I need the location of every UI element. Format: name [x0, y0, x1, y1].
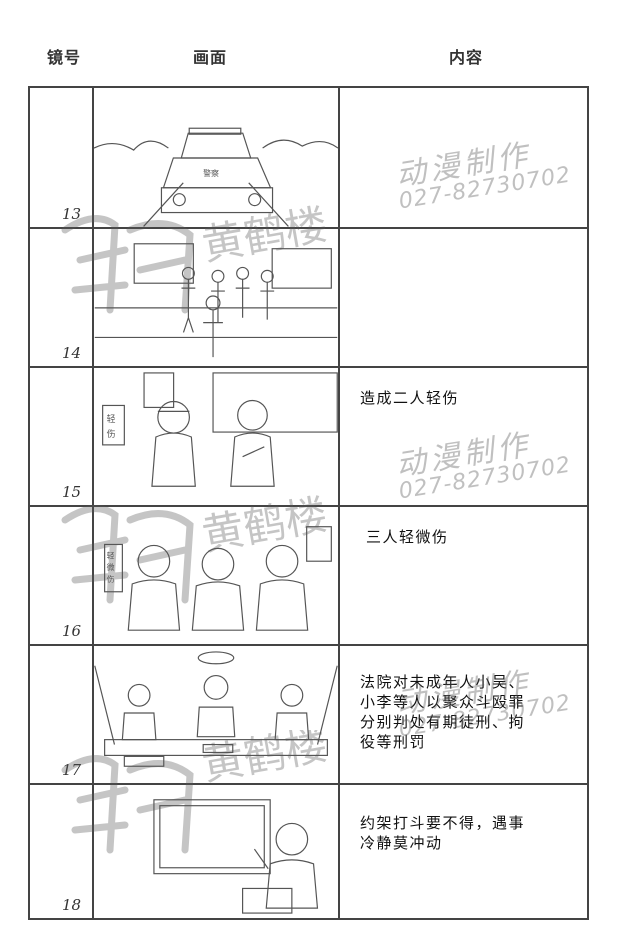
sketch-panel [94, 785, 340, 918]
header-shot: 镜号 [47, 48, 82, 67]
svg-text:伤: 伤 [107, 428, 116, 440]
svg-text:微: 微 [107, 562, 115, 572]
three-students-sketch: 轻 微 伤 [104, 526, 332, 631]
svg-text:轻: 轻 [107, 413, 116, 425]
classroom-sketch [153, 799, 319, 914]
content-cell: 约架打斗要不得，遇事 冷静莫冲动 [340, 785, 587, 918]
injured-students-sketch: 轻 伤 [102, 372, 338, 487]
content-text: 法院对未成年人小吴、 小李等人以聚众斗殴罪 分别判处有期徒刑、拘 役等刑罚 [360, 673, 526, 751]
content-text: 造成二人轻伤 [360, 389, 460, 407]
svg-text:轻: 轻 [107, 550, 115, 560]
header-picture: 画面 [193, 48, 228, 67]
content-cell: 三人轻微伤 [340, 507, 587, 644]
table-row: 17 法院对未成年人小吴、 小李等人以聚众斗殴罪 分别判处有期徒刑、拘 役等刑罚 [30, 644, 587, 783]
shot-number: 14 [62, 344, 82, 362]
sketch-panel [94, 646, 340, 783]
shot-number: 13 [62, 205, 82, 223]
content-cell: 法院对未成年人小吴、 小李等人以聚众斗殴罪 分别判处有期徒刑、拘 役等刑罚 [340, 646, 587, 783]
storyboard-table: 13 警察 14 [28, 86, 589, 920]
content-cell [340, 88, 587, 227]
table-row: 16 轻 微 伤 三人轻微伤 [30, 505, 587, 644]
table-row: 14 [30, 227, 587, 366]
police-car-sketch: 警察 [94, 127, 338, 227]
content-cell: 造成二人轻伤 [340, 368, 587, 505]
shot-number-cell: 18 [30, 785, 94, 918]
police-line-sketch [94, 243, 338, 358]
sketch-panel: 轻 微 伤 [94, 507, 340, 644]
courtroom-sketch [94, 651, 338, 767]
table-row: 15 轻 伤 造成二人轻伤 [30, 366, 587, 505]
shot-number-cell: 17 [30, 646, 94, 783]
table-row: 13 警察 [30, 88, 587, 227]
table-row: 18 约架打斗要不得，遇事 冷静莫冲动 [30, 783, 587, 918]
shot-number-cell: 15 [30, 368, 94, 505]
shot-number: 16 [62, 622, 82, 640]
header-content: 内容 [449, 48, 484, 67]
shot-number-cell: 14 [30, 229, 94, 366]
svg-text:伤: 伤 [107, 574, 115, 584]
shot-number: 18 [62, 896, 82, 914]
content-text: 三人轻微伤 [366, 528, 449, 546]
shot-number-cell: 13 [30, 88, 94, 227]
sketch-panel [94, 229, 340, 366]
content-text: 约架打斗要不得，遇事 冷静莫冲动 [360, 814, 526, 852]
shot-number-cell: 16 [30, 507, 94, 644]
content-cell [340, 229, 587, 366]
shot-number: 17 [62, 761, 82, 779]
svg-text:警察: 警察 [203, 168, 219, 178]
shot-number: 15 [62, 483, 82, 501]
sketch-panel: 警察 [94, 88, 340, 227]
sketch-panel: 轻 伤 [94, 368, 340, 505]
